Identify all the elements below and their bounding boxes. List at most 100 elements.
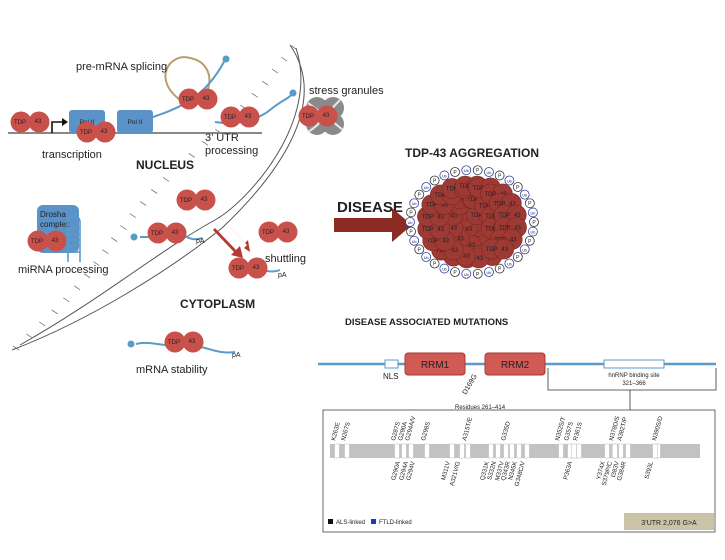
mutation-tick xyxy=(401,443,407,459)
mutation-tick xyxy=(424,443,430,459)
legend-ftld: FTLD-linked xyxy=(379,520,412,526)
label-hnrnp-1: hnRNP binding site xyxy=(608,373,660,379)
mutation-label-top: K263E xyxy=(330,422,342,442)
mutation-tick xyxy=(516,443,522,459)
svg-text:TDP: TDP xyxy=(262,230,274,236)
ubiquitin-icon: Ub xyxy=(484,167,494,177)
svg-text:43: 43 xyxy=(451,213,458,219)
mutation-tick xyxy=(465,443,471,459)
polya-label-1: pA xyxy=(196,238,205,245)
label-hnrnp-2: 321–366 xyxy=(622,381,646,387)
svg-text:P: P xyxy=(532,220,536,226)
domain-rrm2 xyxy=(484,352,546,376)
svg-text:43: 43 xyxy=(437,227,444,233)
mutation-tick xyxy=(488,443,494,459)
svg-text:TDP: TDP xyxy=(499,225,511,231)
svg-text:43: 43 xyxy=(203,96,210,102)
label-rrm2: RRM2 xyxy=(501,360,530,371)
pri-mirna-hairpin-icon xyxy=(67,215,81,262)
phospho-icon: P xyxy=(429,258,440,269)
label-d169g: D169G xyxy=(462,373,479,396)
mutation-label-bottom: Q343R xyxy=(500,460,512,481)
label-stress-granules: stress granules xyxy=(309,85,384,97)
polii-label-2: Pol II xyxy=(128,119,143,126)
svg-text:P: P xyxy=(418,247,422,253)
tdp43-aggregate: TDP43TDP43TDP43TDP43TDP43TDP43TDP43TDP43… xyxy=(405,165,539,279)
ubiquitin-icon: Ub xyxy=(504,258,515,269)
label-disease: DISEASE xyxy=(337,199,403,216)
label-utr-box: 3’UTR 2,076 G>A xyxy=(641,520,697,527)
svg-text:43: 43 xyxy=(101,129,108,135)
label-utr-2: processing xyxy=(205,145,258,157)
svg-text:P: P xyxy=(498,173,502,179)
tdp43-molecule: TDP 43 xyxy=(76,121,116,143)
svg-text:43: 43 xyxy=(441,203,448,209)
phospho-icon: P xyxy=(494,263,505,274)
label-rrm1: RRM1 xyxy=(421,360,450,371)
svg-text:Ub: Ub xyxy=(464,273,469,277)
mutation-tick xyxy=(652,443,658,459)
ubiquitin-icon: Ub xyxy=(461,268,472,279)
svg-text:TDP: TDP xyxy=(436,248,448,254)
svg-text:P: P xyxy=(433,179,437,185)
phospho-icon: P xyxy=(414,189,425,200)
svg-text:TDP: TDP xyxy=(426,203,438,209)
svg-text:P: P xyxy=(453,270,457,276)
svg-text:TDP: TDP xyxy=(224,115,236,121)
mutation-tick xyxy=(495,443,501,459)
mutation-tick xyxy=(576,443,582,459)
domain-nls xyxy=(384,359,399,369)
phospho-icon: P xyxy=(529,217,539,227)
mutation-tick xyxy=(449,443,455,459)
label-cytoplasm: CYTOPLASM xyxy=(180,297,255,311)
svg-text:Ub: Ub xyxy=(507,180,512,184)
svg-text:43: 43 xyxy=(457,237,464,243)
svg-text:Ub: Ub xyxy=(464,169,469,173)
dna-helix xyxy=(11,44,305,351)
svg-text:43: 43 xyxy=(469,243,476,249)
mutation-label-top: N267S xyxy=(340,421,352,441)
label-pre-mrna-splicing: pre-mRNA splicing xyxy=(76,61,167,73)
svg-text:43: 43 xyxy=(477,256,484,262)
label-shuttling: shuttling xyxy=(265,253,306,265)
legend-als: ALS-linked xyxy=(336,520,365,526)
phospho-icon: P xyxy=(524,198,535,209)
ubiquitin-icon: Ub xyxy=(421,252,432,262)
mutation-label-bottom: Q331K xyxy=(479,460,491,481)
label-nucleus: NUCLEUS xyxy=(136,158,194,172)
phospho-icon: P xyxy=(406,207,416,218)
ubiquitin-icon: Ub xyxy=(405,217,415,227)
svg-text:P: P xyxy=(409,230,413,236)
label-mutations-title: DISEASE ASSOCIATED MUTATIONS xyxy=(345,317,508,328)
tdp43-molecule: TDP 43 xyxy=(258,221,298,243)
phospho-icon: P xyxy=(524,235,535,246)
mutation-label-top: G287S xyxy=(390,421,402,441)
svg-text:Ub: Ub xyxy=(522,248,527,252)
promoter-arrow-icon xyxy=(51,121,64,133)
ubiquitin-icon: Ub xyxy=(528,207,538,218)
svg-text:Ub: Ub xyxy=(487,171,492,175)
svg-text:P: P xyxy=(453,170,457,176)
svg-text:Ub: Ub xyxy=(408,221,413,225)
label-residues: Residues 261–414 xyxy=(455,405,506,411)
svg-text:Ub: Ub xyxy=(424,186,429,190)
mutation-label-bottom: P363A xyxy=(562,460,574,481)
mutation-label-top: G290A xyxy=(397,420,409,441)
label-mirna-processing: miRNA processing xyxy=(18,264,108,276)
svg-text:43: 43 xyxy=(52,238,59,244)
svg-text:TDP: TDP xyxy=(14,120,26,126)
polii-box-2 xyxy=(117,110,153,133)
ubiquitin-icon: Ub xyxy=(461,165,472,176)
polya-label-2: pA xyxy=(278,272,287,279)
mutation-tick xyxy=(604,443,610,459)
svg-text:P: P xyxy=(498,267,502,273)
label-utr-1: 3’ UTR xyxy=(205,132,239,144)
svg-text:Ub: Ub xyxy=(522,194,527,198)
svg-text:TDP: TDP xyxy=(422,227,434,233)
phospho-icon: P xyxy=(429,175,440,186)
tdp43-molecule: TDP 43 xyxy=(164,331,204,353)
mutation-label-bottom: G290A xyxy=(390,460,402,481)
svg-text:TDP: TDP xyxy=(484,192,496,198)
zoom-connector xyxy=(547,368,717,391)
label-nls: NLS xyxy=(383,372,399,381)
